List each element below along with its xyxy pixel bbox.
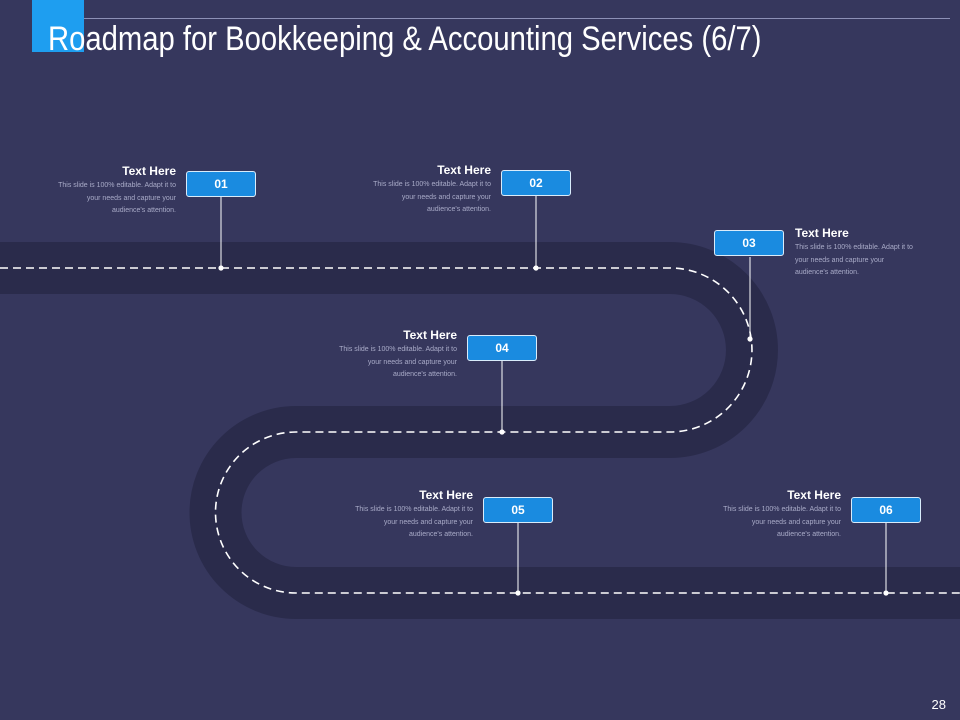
- milestone-03-heading: Text Here: [795, 226, 849, 240]
- milestone-03-number-box: 03: [714, 230, 784, 256]
- milestone-01-number: 01: [214, 177, 228, 191]
- milestone-06-callout: Text Here This slide is 100% editable. A…: [719, 488, 841, 542]
- milestone-04-callout: Text Here This slide is 100% editable. A…: [335, 328, 457, 382]
- milestone-01-number-box: 01: [186, 171, 256, 197]
- milestone-02-heading: Text Here: [437, 163, 491, 177]
- road-band: [0, 242, 960, 619]
- milestone-03-number: 03: [742, 236, 756, 250]
- connector-dot-04: [499, 429, 505, 435]
- milestone-01-callout: Text Here This slide is 100% editable. A…: [54, 164, 176, 218]
- page-number: 28: [931, 697, 946, 712]
- milestone-03-callout: Text Here This slide is 100% editable. A…: [795, 226, 917, 280]
- milestone-02-number: 02: [529, 176, 543, 190]
- milestone-04-number: 04: [495, 341, 509, 355]
- milestone-05-number-box: 05: [483, 497, 553, 523]
- milestone-02-number-box: 02: [501, 170, 571, 196]
- milestone-02-callout: Text Here This slide is 100% editable. A…: [369, 163, 491, 217]
- milestone-04-heading: Text Here: [403, 328, 457, 342]
- milestone-05-body: This slide is 100% editable. Adapt it to…: [355, 506, 473, 539]
- connector-dot-06: [883, 590, 889, 596]
- milestone-05-number: 05: [511, 503, 525, 517]
- connector-dot-03: [747, 336, 753, 342]
- milestone-01-heading: Text Here: [122, 164, 176, 178]
- milestone-05-heading: Text Here: [419, 488, 473, 502]
- milestone-03-body: This slide is 100% editable. Adapt it to…: [795, 244, 913, 277]
- accent-square: [32, 0, 84, 52]
- milestone-06-heading: Text Here: [787, 488, 841, 502]
- milestone-06-number-box: 06: [851, 497, 921, 523]
- connector-dot-02: [533, 265, 539, 271]
- milestone-04-number-box: 04: [467, 335, 537, 361]
- slide-title: Roadmap for Bookkeeping & Accounting Ser…: [48, 20, 762, 58]
- connector-dot-05: [515, 590, 521, 596]
- road-center-dashes: [0, 267, 960, 594]
- connector-dot-01: [218, 265, 224, 271]
- milestone-02-body: This slide is 100% editable. Adapt it to…: [373, 181, 491, 214]
- milestone-05-callout: Text Here This slide is 100% editable. A…: [351, 488, 473, 542]
- milestone-06-body: This slide is 100% editable. Adapt it to…: [723, 506, 841, 539]
- milestone-04-body: This slide is 100% editable. Adapt it to…: [339, 346, 457, 379]
- title-rule: [84, 18, 950, 19]
- milestone-01-body: This slide is 100% editable. Adapt it to…: [58, 182, 176, 215]
- milestone-06-number: 06: [879, 503, 893, 517]
